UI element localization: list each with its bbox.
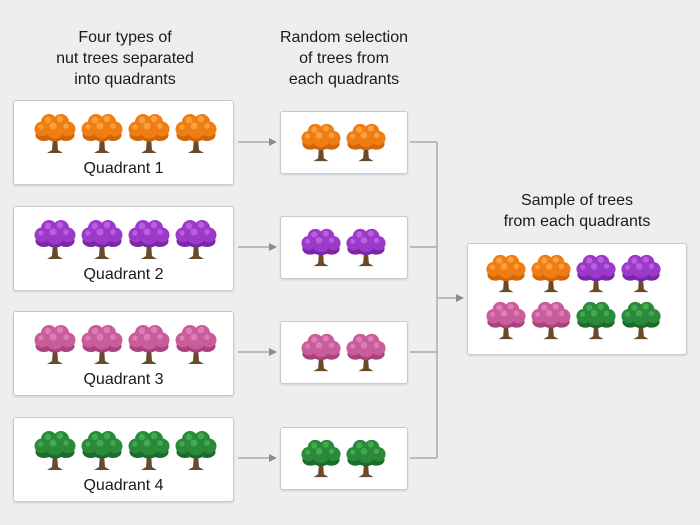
purple-tree-icon (301, 228, 341, 267)
purple-tree-icon (175, 220, 217, 259)
pink-tree-icon (486, 301, 526, 340)
pink-tree-icon (175, 325, 217, 364)
pink-tree-icon (81, 325, 123, 364)
orange-tree-icon (175, 114, 217, 153)
middle-column-header: Random selection of trees from each quad… (254, 27, 434, 90)
right-header-line-2: from each quadrants (503, 213, 651, 230)
selection-1-box (280, 111, 408, 174)
green-tree-icon (576, 301, 616, 340)
sample-row-2-trees (485, 299, 662, 341)
left-column-header: Four types of nut trees separated into q… (20, 27, 230, 90)
selection-1-trees (300, 121, 387, 163)
quadrant-2-box: Quadrant 2 (13, 206, 234, 291)
quadrant-1-box: Quadrant 1 (13, 100, 234, 185)
orange-tree-icon (301, 123, 341, 162)
selection-3-trees (300, 331, 387, 373)
selection-3-box (280, 321, 408, 384)
green-tree-icon (621, 301, 661, 340)
middle-header-line-2: of trees from (299, 50, 389, 67)
sample-box (467, 243, 687, 355)
purple-tree-icon (34, 220, 76, 259)
quadrant-2-label: Quadrant 2 (83, 266, 164, 283)
quadrant-4-label: Quadrant 4 (83, 477, 164, 494)
purple-tree-icon (128, 220, 170, 259)
purple-tree-icon (576, 254, 616, 293)
purple-tree-icon (621, 254, 661, 293)
left-header-line-1: Four types of (78, 29, 172, 46)
quadrant-3-label: Quadrant 3 (83, 371, 164, 388)
green-tree-icon (301, 439, 341, 478)
purple-tree-icon (81, 220, 123, 259)
green-tree-icon (346, 439, 386, 478)
orange-tree-icon (486, 254, 526, 293)
quadrant-1-label: Quadrant 1 (83, 160, 164, 177)
pink-tree-icon (128, 325, 170, 364)
selection-4-box (280, 427, 408, 490)
pink-tree-icon (34, 325, 76, 364)
green-tree-icon (175, 431, 217, 470)
selection-2-trees (300, 226, 387, 268)
orange-tree-icon (34, 114, 76, 153)
middle-header-line-1: Random selection (279, 29, 409, 46)
right-header-line-1: Sample of trees (520, 192, 634, 209)
selection-2-box (280, 216, 408, 279)
pink-tree-icon (531, 301, 571, 340)
pink-tree-icon (346, 333, 386, 372)
quadrant-3-box: Quadrant 3 (13, 311, 234, 396)
orange-tree-icon (346, 123, 386, 162)
quadrant-4-trees (33, 428, 218, 472)
pink-tree-icon (301, 333, 341, 372)
purple-tree-icon (346, 228, 386, 267)
quadrant-4-box: Quadrant 4 (13, 417, 234, 502)
green-tree-icon (128, 431, 170, 470)
orange-tree-icon (531, 254, 571, 293)
orange-tree-icon (81, 114, 123, 153)
orange-tree-icon (128, 114, 170, 153)
quadrant-3-trees (33, 322, 218, 366)
middle-header-line-3: each quadrants (288, 71, 400, 88)
sample-row-1-trees (485, 252, 662, 294)
left-header-line-2: nut trees separated (56, 50, 194, 67)
quadrant-2-trees (33, 217, 218, 261)
quadrant-1-trees (33, 111, 218, 155)
left-header-line-3: into quadrants (74, 71, 176, 88)
green-tree-icon (34, 431, 76, 470)
right-column-header: Sample of trees from each quadrants (470, 190, 684, 232)
green-tree-icon (81, 431, 123, 470)
selection-4-trees (300, 437, 387, 479)
